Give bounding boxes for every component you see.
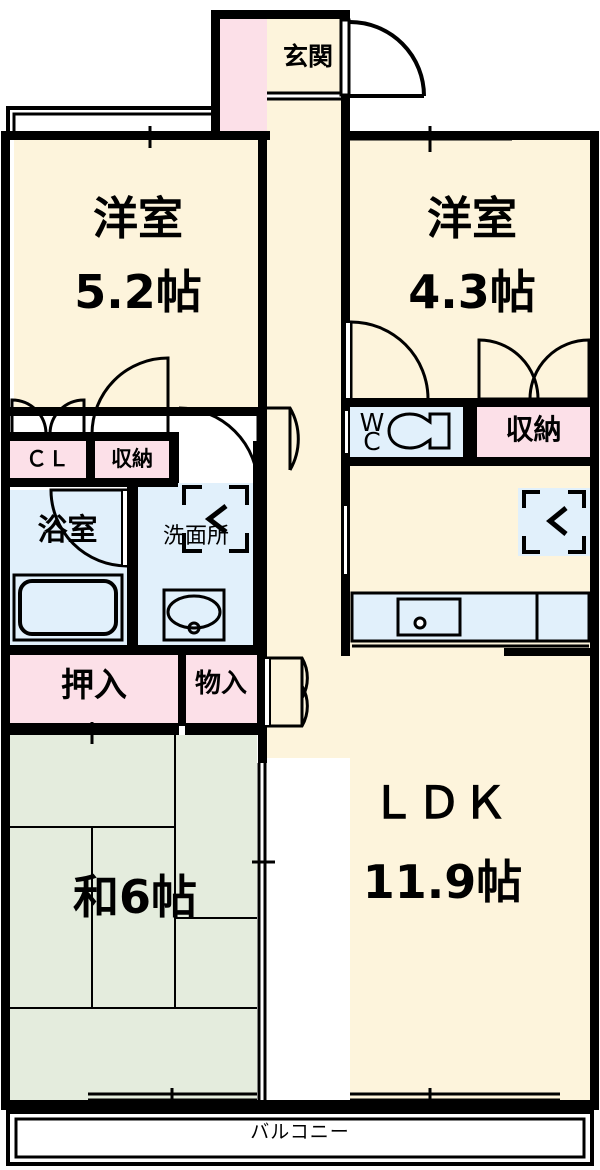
balcony-label: バルコニー [250,1121,350,1143]
balcony-outline [6,1110,594,1166]
washing-machine-space-icon-2 [518,488,590,556]
oshiire-label: 押入 [61,665,127,704]
wc-label-w: W [359,408,385,437]
shuno-right-label: 収納 [505,413,562,446]
kitchen-door-gap[interactable] [342,504,349,576]
shuno-right-fill [477,407,590,457]
bedroom-right-door[interactable] [344,320,430,400]
ldk-area: 11.9帖 [362,855,523,909]
mononyure-fill [185,655,257,723]
kitchen-wall-stub [504,648,590,656]
washitsu-label: 和6帖 [72,870,197,924]
bedroom-right-fill [350,140,590,410]
kitchen-counter [350,591,591,648]
senmenjo-door[interactable] [178,406,260,488]
ldk-name: ＬＤＫ [371,778,509,829]
bath-door[interactable] [49,488,129,568]
wc-label-c: C [363,427,381,456]
walls [1,10,599,1110]
bedroom-left-window[interactable] [37,126,262,148]
bathtub-icon [12,573,124,642]
genkan-fill [267,18,350,93]
cl-doors[interactable] [10,398,86,438]
washbasin-icon [162,588,226,642]
genkan-tataki-fill [219,18,267,131]
bedroom-left-name: 洋室 [92,192,183,245]
bath-fill [10,490,127,645]
bedroom-right-area: 4.3帖 [408,265,536,319]
mononyure-label: 物入 [194,669,247,699]
cl-label: ＣＬ [26,447,70,471]
bedroom-right-window[interactable] [345,126,512,152]
bedroom-left-door[interactable] [262,406,300,471]
oshiire-doors[interactable] [10,722,178,744]
entrance-door[interactable] [339,18,426,98]
wc-door[interactable] [343,409,350,455]
ldk-fill [350,466,590,1102]
toilet-icon [387,412,451,450]
washitsu-ldk-partition[interactable] [252,763,275,1100]
tatami-mat-lines [10,735,257,1009]
bath-label: 浴室 [37,513,98,548]
washing-machine-space-icon [178,483,253,555]
bedroom-right-name: 洋室 [426,192,517,245]
shuno-left-door[interactable] [90,356,170,438]
ldk-hall-door[interactable] [263,656,309,728]
oshiire-fill [10,655,178,723]
shuno-left-fill [95,441,169,485]
senmenjo-label: 洗面所 [162,524,229,549]
balcony-window-ldk[interactable] [350,1088,560,1112]
hallway-fill [267,98,350,758]
bedroom-left-area: 5.2帖 [74,265,202,319]
balcony-window-washitsu[interactable] [88,1088,257,1112]
shuno-right-doors[interactable] [477,338,591,404]
cl-fill [10,441,86,485]
shuno-left-label: 収納 [111,447,153,471]
genkan-label: 玄関 [282,42,333,71]
genkan-inner-door[interactable] [267,91,341,101]
